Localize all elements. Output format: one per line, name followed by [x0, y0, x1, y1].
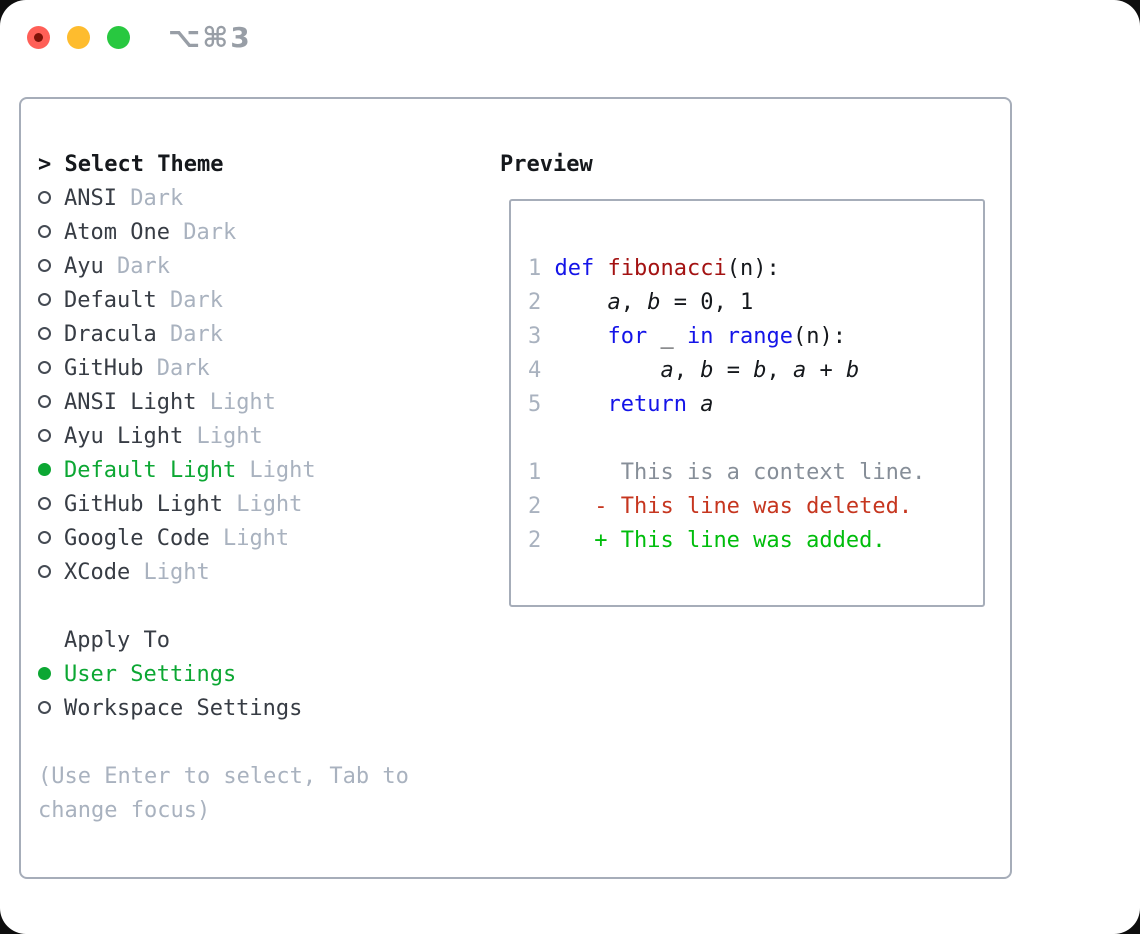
- theme-option-github-light[interactable]: GitHub Light Light: [38, 488, 488, 522]
- theme-name: Ayu Light: [64, 424, 184, 449]
- theme-option-google-code[interactable]: Google Code Light: [38, 522, 488, 556]
- keyboard-shortcut-label: ⌥⌘3: [168, 21, 252, 54]
- help-hint: (Use Enter to select, Tab to change focus…: [38, 760, 488, 828]
- radio-icon: [38, 428, 51, 442]
- radio-icon: [38, 258, 51, 272]
- theme-variant-badge: Light: [130, 560, 210, 585]
- theme-option-ansi-light[interactable]: ANSI Light Light: [38, 386, 488, 420]
- line-number: 2: [528, 290, 555, 315]
- radio-selected-icon: [38, 462, 51, 476]
- diff-line-deleted: 2 - This line was deleted.: [528, 494, 913, 519]
- radio-selected-icon: [38, 666, 51, 680]
- theme-name: Default Light: [64, 458, 237, 483]
- preview-pane: 1 def fibonacci(n): 2 a, b = 0, 1 3 for _ …: [509, 199, 985, 607]
- blank-line: [528, 422, 983, 456]
- radio-icon: [38, 360, 51, 374]
- theme-name: GitHub Light: [64, 492, 223, 517]
- apply-option-label: User Settings: [64, 662, 237, 687]
- theme-option-atom-one[interactable]: Atom One Dark: [38, 216, 488, 250]
- select-theme-title: [51, 152, 64, 177]
- theme-name: Dracula: [64, 322, 157, 347]
- theme-option-ansi[interactable]: ANSI Dark: [38, 182, 488, 216]
- line-number: 3: [528, 324, 555, 349]
- theme-option-dracula[interactable]: Dracula Dark: [38, 318, 488, 352]
- spacer-row: [38, 590, 488, 624]
- theme-name: XCode: [64, 560, 131, 585]
- hint-text: change focus): [38, 798, 211, 823]
- hint-text: (Use Enter to select, Tab to: [38, 764, 409, 789]
- radio-icon: [38, 700, 51, 714]
- theme-variant-badge: Dark: [156, 322, 223, 347]
- theme-name: Ayu: [64, 254, 104, 279]
- preview-heading: Preview: [500, 152, 593, 177]
- theme-name: Atom One: [64, 220, 170, 245]
- theme-option-github[interactable]: GitHub Dark: [38, 352, 488, 386]
- line-number: 2: [528, 528, 555, 553]
- theme-option-ayu[interactable]: Ayu Dark: [38, 250, 488, 284]
- theme-name: Default: [64, 288, 157, 313]
- code-line: 2 a, b = 0, 1: [528, 290, 754, 315]
- line-number: 5: [528, 392, 555, 417]
- theme-option-default-light[interactable]: Default Light Light: [38, 454, 488, 488]
- theme-name: GitHub: [64, 356, 144, 381]
- theme-variant-badge: Dark: [169, 220, 237, 245]
- theme-option-default[interactable]: Default Dark: [38, 284, 488, 318]
- radio-icon: [38, 190, 51, 204]
- theme-option-ayu-light[interactable]: Ayu Light Light: [38, 420, 488, 454]
- heading-indent: [38, 633, 51, 646]
- theme-variant-badge: Dark: [116, 186, 184, 211]
- theme-variant-badge: Light: [196, 390, 276, 415]
- apply-to-heading: Apply To: [38, 624, 488, 658]
- minimize-window-icon[interactable]: [67, 26, 90, 49]
- theme-name: ANSI Light: [64, 390, 197, 415]
- theme-variant-badge: Dark: [143, 356, 210, 381]
- code-line: 3 for _ in range(n):: [528, 324, 846, 349]
- theme-variant-badge: Light: [183, 424, 263, 449]
- line-number: 1: [528, 460, 555, 485]
- focus-caret-icon: >: [38, 152, 52, 177]
- diff-line-context: 1 This is a context line.: [528, 460, 926, 485]
- zoom-window-icon[interactable]: [107, 26, 130, 49]
- radio-icon: [38, 564, 51, 578]
- close-window-icon[interactable]: [27, 26, 50, 49]
- diff-line-added: 2 + This line was added.: [528, 528, 886, 553]
- radio-icon: [38, 530, 51, 544]
- theme-variant-badge: Light: [222, 492, 303, 517]
- code-line: 4 a, b = b, a + b: [528, 358, 860, 383]
- apply-option-user-settings[interactable]: User Settings: [38, 658, 488, 692]
- select-theme-heading: > Select Theme: [38, 152, 224, 177]
- theme-option-xcode[interactable]: XCode Light: [38, 556, 488, 590]
- apply-option-label: Workspace Settings: [64, 696, 303, 721]
- code-line: 1 def fibonacci(n):: [528, 256, 780, 281]
- apply-option-workspace-settings[interactable]: Workspace Settings: [38, 692, 488, 726]
- radio-icon: [38, 292, 51, 306]
- radio-icon: [38, 394, 51, 408]
- radio-icon: [38, 326, 51, 340]
- radio-icon: [38, 224, 51, 238]
- radio-icon: [38, 496, 51, 510]
- code-line: 5 return a: [528, 392, 714, 417]
- line-number: 4: [528, 358, 555, 383]
- theme-name: Google Code: [64, 526, 210, 551]
- window-controls: [27, 26, 130, 49]
- theme-variant-badge: Dark: [156, 288, 223, 313]
- theme-variant-badge: Light: [209, 526, 290, 551]
- line-number: 1: [528, 256, 555, 281]
- preview-code-block: 1 def fibonacci(n): 2 a, b = 0, 1 3 for _ …: [528, 252, 983, 558]
- spacer-row: [38, 726, 488, 760]
- theme-variant-badge: Dark: [103, 254, 170, 279]
- theme-variant-badge: Light: [236, 458, 316, 483]
- line-number: 2: [528, 494, 555, 519]
- theme-name: ANSI: [64, 186, 117, 211]
